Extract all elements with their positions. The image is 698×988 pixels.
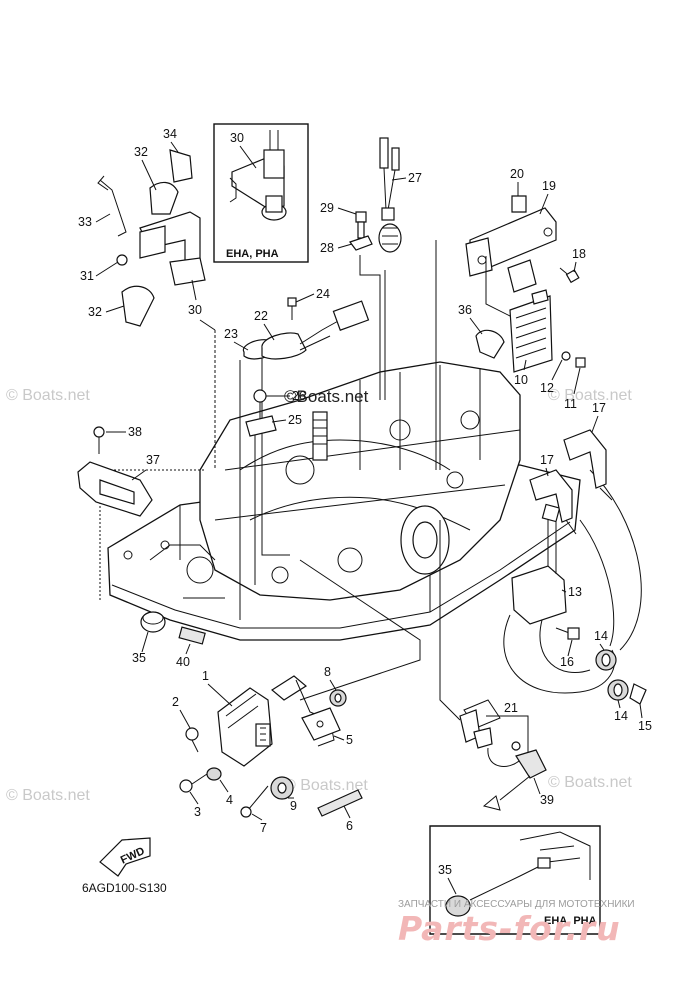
callout-2: 2: [172, 695, 179, 709]
bracket-assembly: [97, 149, 216, 331]
diagram-code: 6AGD100-S130: [82, 881, 167, 895]
callout-8: 8: [324, 665, 331, 679]
callout-40: 40: [176, 655, 190, 669]
sensor-21: [459, 699, 547, 811]
callout-29: 29: [320, 201, 334, 215]
callout-13: 13: [568, 585, 582, 599]
callout-6: 6: [346, 819, 353, 833]
callout-35-inset: 35: [438, 863, 452, 877]
watermark-left-upper: © Boats.net: [6, 387, 90, 404]
callout-35-main: 35: [132, 651, 146, 665]
callout-15: 15: [638, 719, 652, 733]
brand-logo: Parts-for.ru: [398, 909, 621, 948]
watermark-left-lower: © Boats.net: [6, 787, 90, 804]
callout-26: 26: [292, 389, 306, 403]
callout-25: 25: [288, 413, 302, 427]
callout-9: 9: [290, 799, 297, 813]
callout-10: 10: [514, 373, 528, 387]
watermark-center-lower: © Boats.net: [284, 777, 368, 794]
callout-27: 27: [408, 171, 422, 185]
callout-34: 34: [163, 127, 177, 141]
callout-39: 39: [540, 793, 554, 807]
callout-38: 38: [128, 425, 142, 439]
callouts: 34 32 33 31 32 30 30 EHA, PHA 27 29 28 2…: [78, 127, 652, 927]
cdi-unit: [179, 675, 363, 818]
callout-21: 21: [504, 701, 518, 715]
callout-16: 16: [560, 655, 574, 669]
inset-top: [213, 123, 309, 263]
inset-bottom-label: EHA, PHA: [544, 915, 597, 927]
callout-30-main: 30: [188, 303, 202, 317]
callout-7: 7: [260, 821, 267, 835]
plug-35-tag-40: [140, 611, 206, 645]
faint-watermarks: © Boats.net © Boats.net © Boats.net © Bo…: [6, 387, 632, 804]
callout-17-top: 17: [592, 401, 606, 415]
callout-33: 33: [78, 215, 92, 229]
watermark-main: ©Boats.net: [284, 387, 369, 406]
callout-37: 37: [146, 453, 160, 467]
callout-30-inset: 30: [230, 131, 244, 145]
callout-19: 19: [542, 179, 556, 193]
callout-5: 5: [346, 733, 353, 747]
sensor-27: [349, 137, 402, 253]
callout-14-top: 14: [594, 629, 608, 643]
cover-37: [77, 426, 153, 517]
part-25-26: [245, 389, 277, 437]
fwd-arrow: FWD: [99, 837, 151, 877]
inset-bottom: [429, 825, 601, 935]
inset-top-label: EHA, PHA: [226, 248, 279, 260]
brand-tagline: ЗАПЧАСТИ И АКСЕССУАРЫ ДЛЯ МОТОТЕХНИКИ: [398, 899, 635, 910]
callout-31: 31: [80, 269, 94, 283]
callout-14-bottom: 14: [614, 709, 628, 723]
callout-23: 23: [224, 327, 238, 341]
callout-12: 12: [540, 381, 554, 395]
callout-24: 24: [316, 287, 330, 301]
callout-36: 36: [458, 303, 472, 317]
callout-22: 22: [254, 309, 268, 323]
rectifier-assembly: [465, 195, 586, 373]
callout-32-top: 32: [134, 145, 148, 159]
callout-17-lower: 17: [540, 453, 554, 467]
brand-block: ЗАПЧАСТИ И АКСЕССУАРЫ ДЛЯ МОТОТЕХНИКИ Pa…: [398, 899, 635, 948]
callout-28: 28: [320, 241, 334, 255]
callout-4: 4: [226, 793, 233, 807]
callout-3: 3: [194, 805, 201, 819]
sensor-22: [242, 297, 370, 360]
callout-1: 1: [202, 669, 209, 683]
grommets: [555, 627, 647, 705]
watermark-right-lower: © Boats.net: [548, 774, 632, 791]
callout-32-bottom: 32: [88, 305, 102, 319]
callout-11: 11: [564, 397, 577, 411]
ignition-coil: [503, 429, 642, 694]
callout-20: 20: [510, 167, 524, 181]
watermark-right-upper: © Boats.net: [548, 387, 632, 404]
callout-18: 18: [572, 247, 586, 261]
